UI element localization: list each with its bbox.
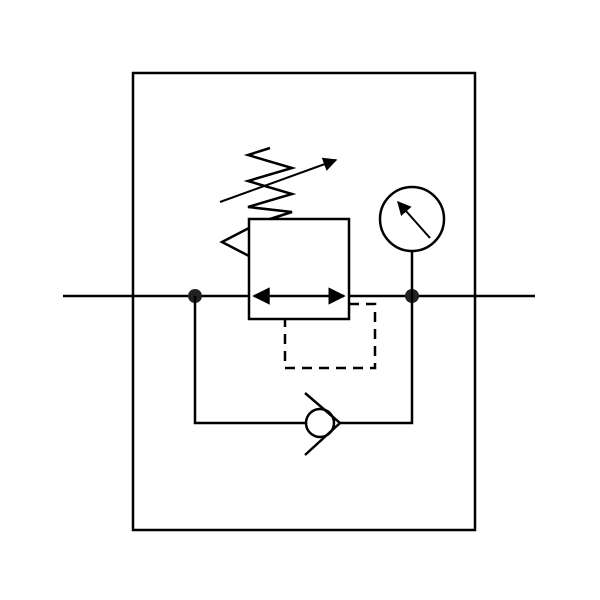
regulator-valve: [247, 217, 351, 321]
enclosure-frame: [131, 71, 477, 532]
check-valve-ball: [304, 407, 336, 439]
pilot-line-dashed: [283, 302, 377, 370]
vent-triangle: [219, 226, 250, 258]
bypass-line-right: [340, 296, 414, 425]
adjustable-spring: [243, 146, 297, 221]
check-valve-seat: [304, 392, 342, 456]
bypass-line-left: [193, 296, 306, 425]
gauge-needle-arrow: [397, 200, 431, 239]
spring-adjust-arrow: [219, 157, 338, 203]
